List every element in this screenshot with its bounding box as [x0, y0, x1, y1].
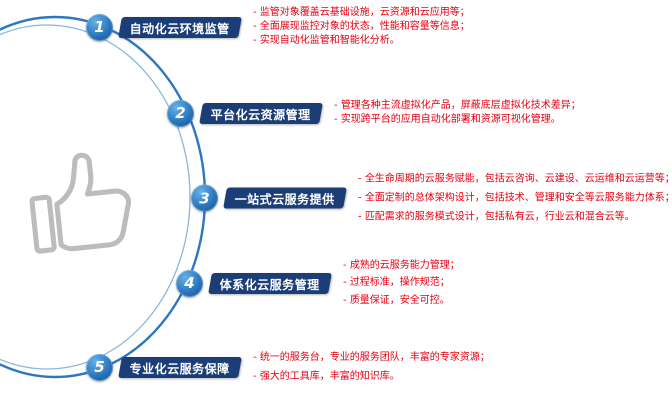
step-number: 4: [184, 274, 195, 292]
bullet: 强大的工具库，丰富的知识库。: [253, 369, 490, 384]
step-1-bullets: 监管对象覆盖云基础设施，云资源和云应用等； 全面展现监控对象的状态，性能和容量等…: [253, 6, 470, 48]
step-3-title-pill: 一站式云服务提供: [223, 187, 347, 209]
step-2: 2 平台化云资源管理 管理各种主流虚拟化产品，屏蔽底层虚拟化技术差异； 实现跨平…: [167, 99, 581, 127]
bullet: 实现跨平台的应用自动化部署和资源可视化管理。: [334, 113, 581, 127]
bullet: 管理各种主流虚拟化产品，屏蔽底层虚拟化技术差异；: [334, 99, 581, 113]
bullet: 实现自动化监管和智能化分析。: [253, 34, 470, 48]
step-title-text: 平台化云资源管理: [210, 107, 311, 122]
step-1-number-badge: 1: [86, 13, 113, 41]
bullet: 统一的服务台，专业的服务团队，丰富的专家资源；: [253, 350, 490, 365]
bullet: 成熟的云服务能力管理；: [343, 259, 460, 273]
step-number: 1: [94, 18, 105, 36]
bullet: 全生命周期的云服务赋能，包括云咨询、云建设、云运维和云运营等；: [358, 172, 672, 187]
bullet: 全面定制的总体架构设计，包括技术、管理和安全等云服务能力体系；: [358, 191, 672, 206]
bullet: 过程标准，操作规范；: [343, 276, 460, 290]
step-3: 3 一站式云服务提供 全生命周期的云服务赋能，包括云咨询、云建设、云运维和云运营…: [191, 168, 672, 229]
step-4-title-pill: 体系化云服务管理: [208, 272, 332, 294]
bullet: 全面展现监控对象的状态，性能和容量等信息；: [253, 20, 470, 34]
step-title-text: 专业化云服务保障: [129, 361, 230, 376]
step-4: 4 体系化云服务管理 成熟的云服务能力管理； 过程标准，操作规范； 质量保证，安…: [176, 255, 460, 311]
step-5: 5 专业化云服务保障 统一的服务台，专业的服务团队，丰富的专家资源； 强大的工具…: [86, 346, 490, 388]
bullet: 监管对象覆盖云基础设施，云资源和云应用等；: [253, 6, 470, 20]
step-number: 5: [94, 358, 105, 376]
thumbs-up-icon: [29, 152, 132, 254]
step-3-bullets: 全生命周期的云服务赋能，包括云咨询、云建设、云运维和云运营等； 全面定制的总体架…: [358, 168, 672, 229]
step-number: 2: [175, 104, 186, 122]
step-4-bullets: 成熟的云服务能力管理； 过程标准，操作规范； 质量保证，安全可控。: [343, 255, 460, 311]
step-2-number-badge: 2: [167, 99, 194, 127]
step-1: 1 自动化云环境监管 监管对象覆盖云基础设施，云资源和云应用等； 全面展现监控对…: [86, 6, 470, 48]
step-2-bullets: 管理各种主流虚拟化产品，屏蔽底层虚拟化技术差异； 实现跨平台的应用自动化部署和资…: [334, 99, 581, 127]
step-title-text: 一站式云服务提供: [234, 192, 335, 207]
step-2-title-pill: 平台化云资源管理: [199, 102, 323, 124]
bullet: 匹配需求的服务模式设计，包括私有云，行业云和混合云等。: [358, 210, 672, 225]
step-3-number-badge: 3: [191, 184, 218, 212]
step-number: 3: [199, 189, 210, 207]
step-title-text: 体系化云服务管理: [219, 277, 320, 292]
step-title-text: 自动化云环境监管: [129, 21, 230, 36]
bullet: 质量保证，安全可控。: [343, 294, 460, 308]
step-1-title-pill: 自动化云环境监管: [118, 16, 242, 38]
step-5-number-badge: 5: [86, 353, 113, 381]
step-5-title-pill: 专业化云服务保障: [118, 356, 242, 378]
step-4-number-badge: 4: [176, 269, 203, 297]
step-5-bullets: 统一的服务台，专业的服务团队，丰富的专家资源； 强大的工具库，丰富的知识库。: [253, 346, 490, 388]
